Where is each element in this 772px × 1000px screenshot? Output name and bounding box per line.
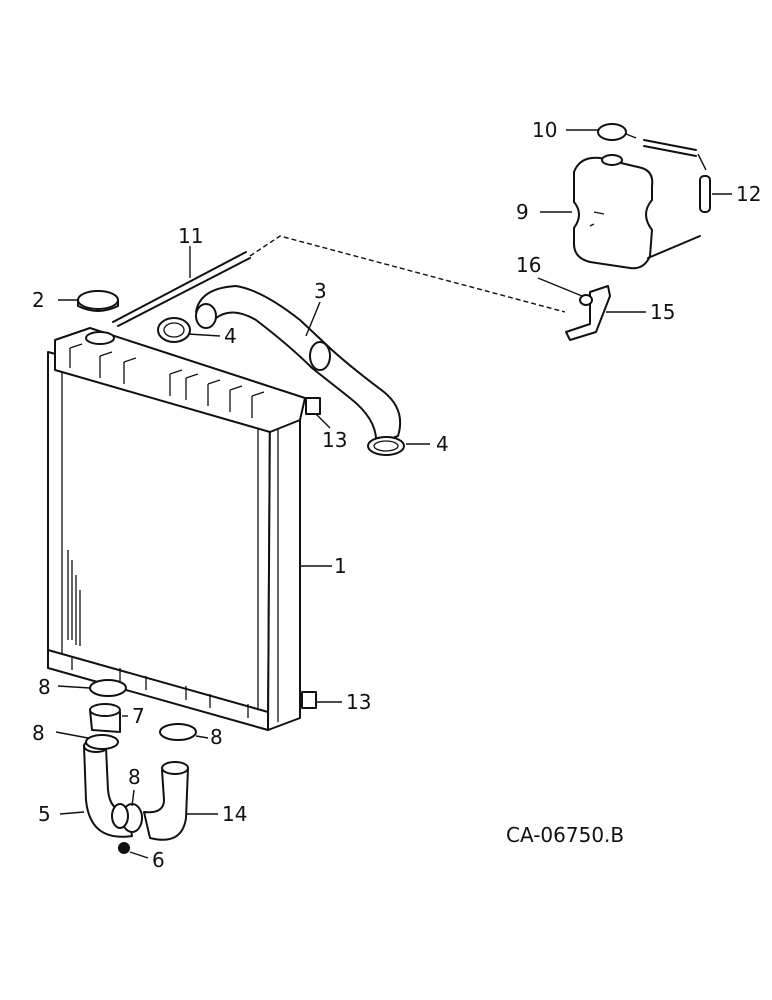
radiator — [47, 327, 321, 731]
mounting-bracket-lower — [301, 691, 317, 709]
expansion-hose — [643, 139, 711, 213]
callout-9: 9 — [516, 200, 529, 224]
callout-8-lower: 8 — [128, 765, 141, 789]
hose-clamp-lower — [367, 436, 405, 456]
drain-plug — [118, 842, 130, 854]
callout-12: 12 — [736, 182, 761, 206]
overflow-tube — [112, 235, 566, 327]
leader-lines — [55, 129, 732, 859]
callout-4-upper: 4 — [224, 324, 237, 348]
clamp-middle-left — [85, 734, 119, 750]
callout-5: 5 — [38, 802, 51, 826]
bracket-bolt — [579, 294, 593, 306]
drawing-reference-code: CA-06750.B — [506, 823, 624, 847]
lower-hose-connector — [89, 703, 121, 733]
mounting-bracket-upper — [305, 397, 321, 415]
lower-hose-return — [143, 761, 189, 841]
callout-6: 6 — [152, 848, 165, 872]
callout-1: 1 — [334, 554, 347, 578]
callout-11: 11 — [178, 224, 203, 248]
callout-8-left: 8 — [32, 721, 45, 745]
callout-labels: 1 2 3 4 4 5 6 7 8 8 8 8 9 10 11 12 13 13… — [32, 118, 761, 872]
callout-13-upper: 13 — [322, 428, 347, 452]
radiator-cap — [77, 290, 119, 312]
tank-outlet-tube — [647, 235, 701, 259]
tank-support-bracket — [565, 285, 611, 341]
callout-10: 10 — [532, 118, 557, 142]
callout-8-right: 8 — [210, 725, 223, 749]
callout-2: 2 — [32, 288, 45, 312]
expansion-tank-cap — [597, 123, 627, 141]
clamp-top — [89, 679, 127, 697]
upper-hose — [195, 285, 402, 445]
hose-clamp-upper — [157, 317, 191, 343]
callout-4-lower: 4 — [436, 432, 449, 456]
callout-16: 16 — [516, 253, 541, 277]
clamp-middle-right — [159, 723, 197, 741]
callout-7: 7 — [132, 704, 145, 728]
callout-15: 15 — [650, 300, 675, 324]
callout-14: 14 — [222, 802, 247, 826]
callout-3: 3 — [314, 279, 327, 303]
callout-13-lower: 13 — [346, 690, 371, 714]
radiator-top-fins — [69, 343, 265, 418]
callout-8-top: 8 — [38, 675, 51, 699]
expansion-tank — [573, 154, 654, 270]
